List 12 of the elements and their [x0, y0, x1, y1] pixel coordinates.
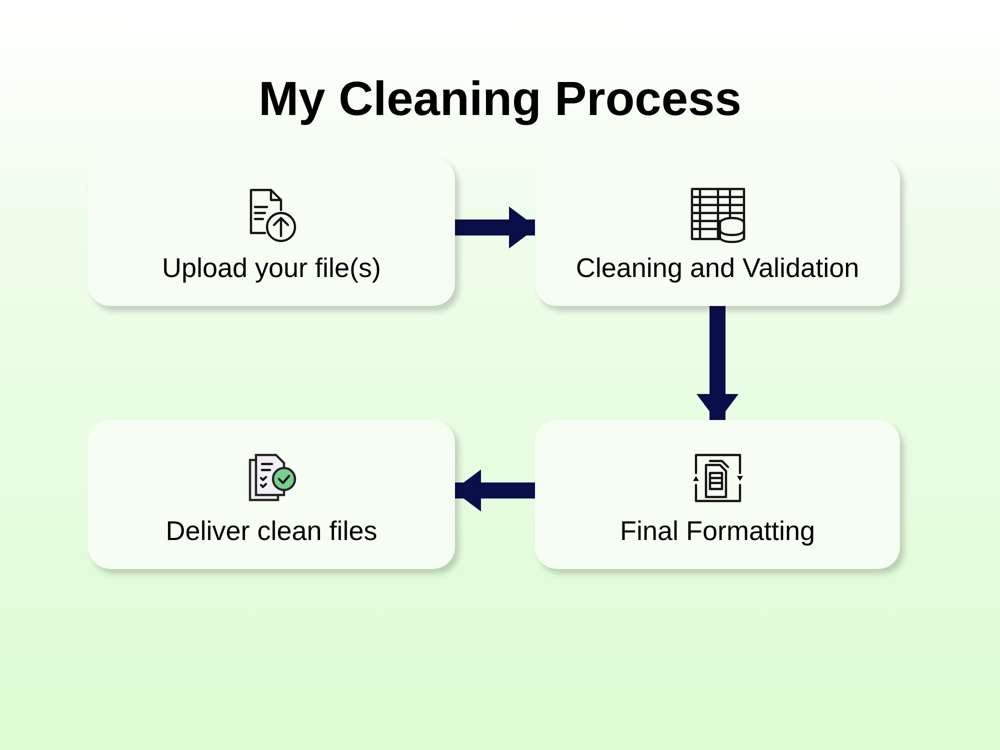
step-card	[535, 157, 900, 306]
block-arrow	[696, 306, 738, 422]
step-card	[535, 420, 900, 569]
step-label: Final Formatting	[620, 516, 816, 547]
step-label: Cleaning and Validation	[576, 253, 860, 284]
diagram-title: My Cleaning Process	[258, 72, 742, 127]
block-arrow	[455, 206, 537, 248]
step-label: Deliver clean files	[166, 516, 378, 547]
step-card	[88, 157, 455, 306]
step-label: Upload your file(s)	[162, 253, 382, 284]
block-arrow	[453, 470, 535, 512]
step-card	[88, 420, 455, 569]
